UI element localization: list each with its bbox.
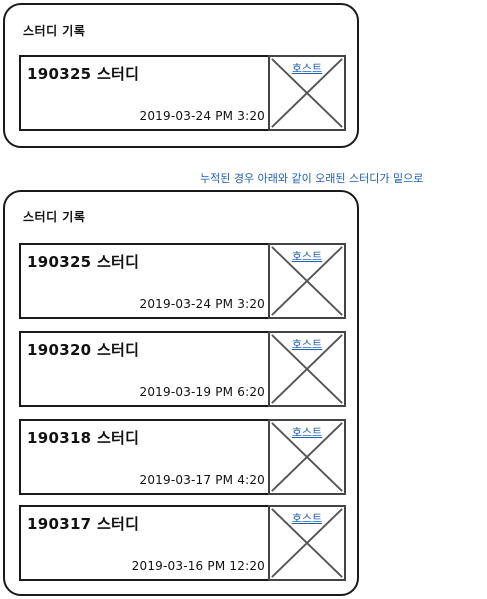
image-placeholder: 호스트: [268, 331, 346, 407]
study-title: 190325 스터디: [27, 65, 140, 83]
host-link[interactable]: 호스트: [291, 62, 323, 75]
study-date: 2019-03-17 PM 4:20: [139, 473, 265, 487]
panel-title: 스터디 기록: [23, 210, 86, 224]
study-card[interactable]: 190317 스터디 2019-03-16 PM 12:20 호스트: [19, 505, 346, 581]
host-link[interactable]: 호스트: [291, 512, 323, 525]
annotation-note: 누적된 경우 아래와 같이 오래된 스터디가 밑으로: [200, 172, 424, 185]
study-card[interactable]: 190325 스터디 2019-03-24 PM 3:20 호스트: [19, 243, 346, 319]
study-card[interactable]: 190325 스터디 2019-03-24 PM 3:20 호스트: [19, 55, 346, 131]
study-title: 190325 스터디: [27, 253, 140, 271]
study-record-panel-list: 스터디 기록 190325 스터디 2019-03-24 PM 3:20 호스트…: [3, 190, 359, 596]
panel-title: 스터디 기록: [23, 24, 86, 38]
study-title: 190318 스터디: [27, 429, 140, 447]
study-date: 2019-03-16 PM 12:20: [131, 559, 265, 573]
image-placeholder-icon: [271, 422, 343, 492]
study-record-panel-single: 스터디 기록 190325 스터디 2019-03-24 PM 3:20 호스트: [3, 3, 359, 148]
study-title: 190317 스터디: [27, 515, 140, 533]
image-placeholder: 호스트: [268, 55, 346, 131]
image-placeholder-icon: [271, 58, 343, 128]
image-placeholder: 호스트: [268, 419, 346, 495]
image-placeholder-icon: [271, 246, 343, 316]
study-title: 190320 스터디: [27, 341, 140, 359]
host-link[interactable]: 호스트: [291, 338, 323, 351]
image-placeholder: 호스트: [268, 243, 346, 319]
study-date: 2019-03-19 PM 6:20: [139, 385, 265, 399]
host-link[interactable]: 호스트: [291, 426, 323, 439]
study-date: 2019-03-24 PM 3:20: [139, 297, 265, 311]
host-link[interactable]: 호스트: [291, 250, 323, 263]
study-card[interactable]: 190320 스터디 2019-03-19 PM 6:20 호스트: [19, 331, 346, 407]
image-placeholder-icon: [271, 334, 343, 404]
study-card[interactable]: 190318 스터디 2019-03-17 PM 4:20 호스트: [19, 419, 346, 495]
study-date: 2019-03-24 PM 3:20: [139, 109, 265, 123]
image-placeholder-icon: [271, 508, 343, 578]
image-placeholder: 호스트: [268, 505, 346, 581]
